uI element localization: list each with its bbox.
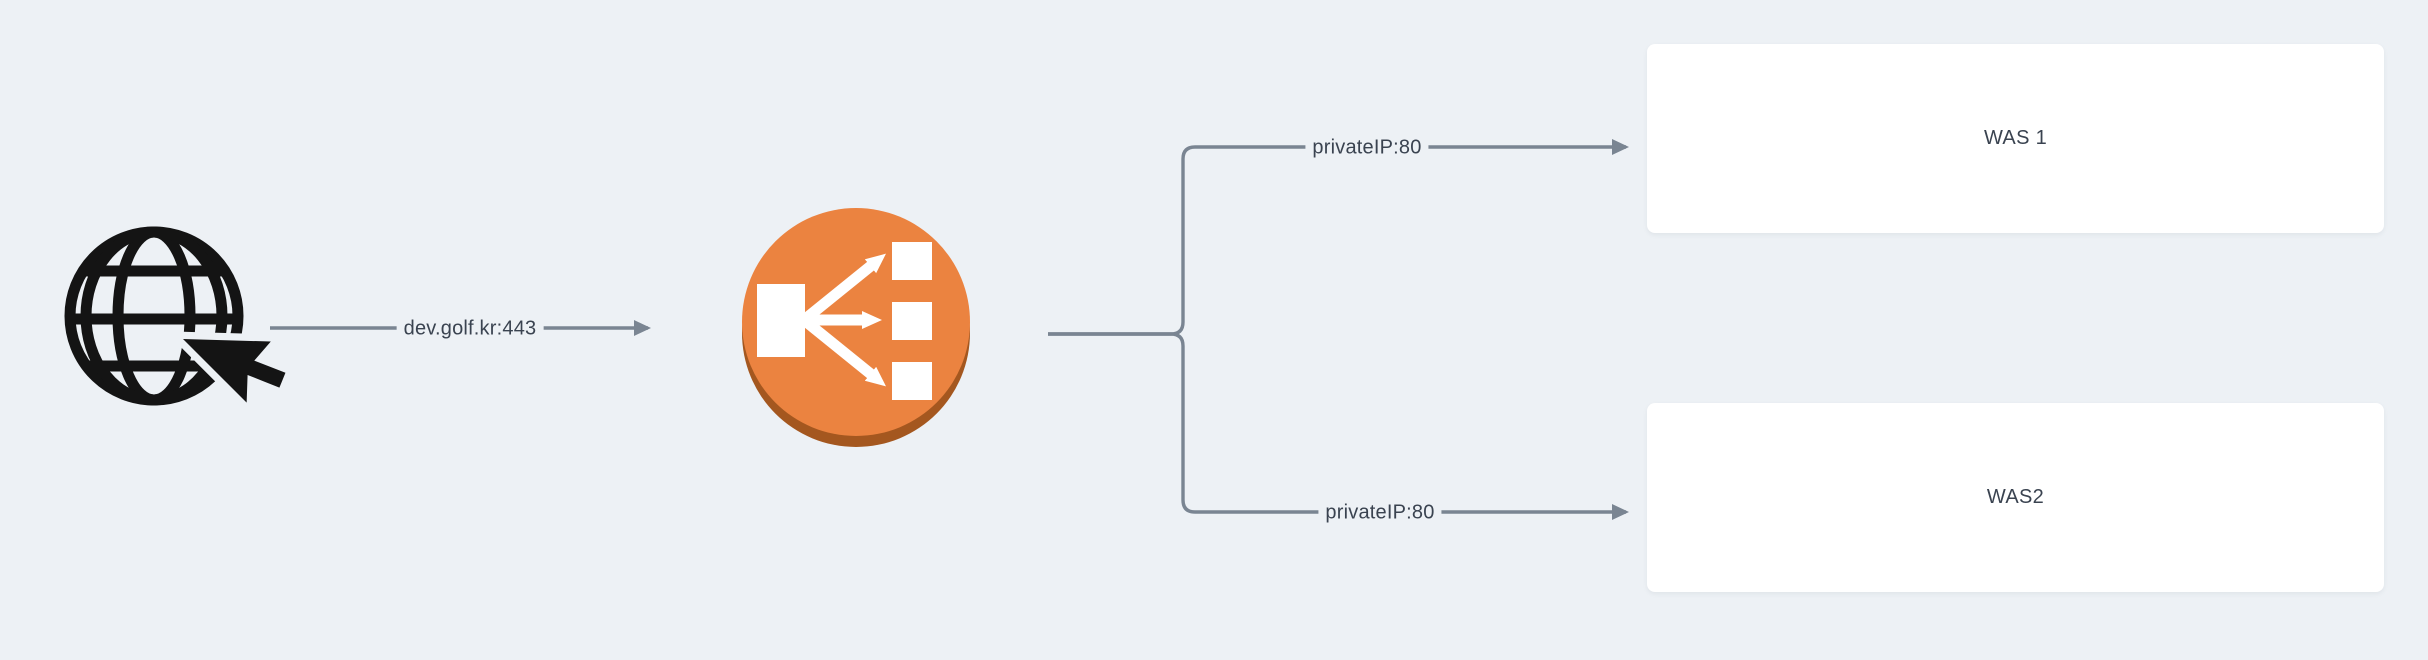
was1-node: WAS 1 — [1647, 44, 2384, 233]
was2-label: WAS2 — [1986, 486, 2045, 508]
edge-lb-to-was1 — [1048, 139, 1629, 336]
cursor-arrow — [175, 331, 293, 410]
was1-label: WAS 1 — [1984, 127, 2047, 149]
globe-cursor-icon — [64, 226, 293, 410]
was2-node: WAS2 — [1647, 403, 2384, 592]
edge-label-client-to-lb: dev.golf.kr:443 — [396, 316, 544, 342]
edge-label-lb-to-was1: privateIP:80 — [1305, 135, 1429, 161]
load-balancer-icon — [742, 208, 970, 447]
edge-label-lb-to-was2: privateIP:80 — [1318, 500, 1442, 526]
edge-lb-to-was2 — [1048, 332, 1629, 520]
